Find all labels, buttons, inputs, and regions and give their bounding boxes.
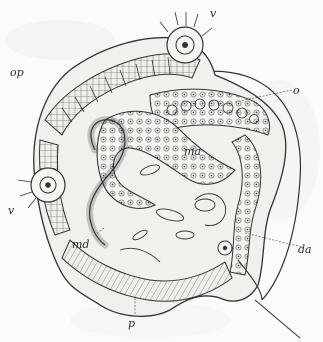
label-da: da	[298, 243, 312, 256]
label-v-top: v	[210, 7, 217, 20]
bristle-bottom-right	[255, 300, 300, 338]
label-md: md	[72, 238, 89, 251]
label-op: op	[10, 66, 24, 79]
label-v-left: v	[8, 204, 15, 217]
label-ma: ma	[184, 145, 201, 158]
label-p: p	[128, 317, 135, 330]
label-o: o	[293, 84, 300, 97]
